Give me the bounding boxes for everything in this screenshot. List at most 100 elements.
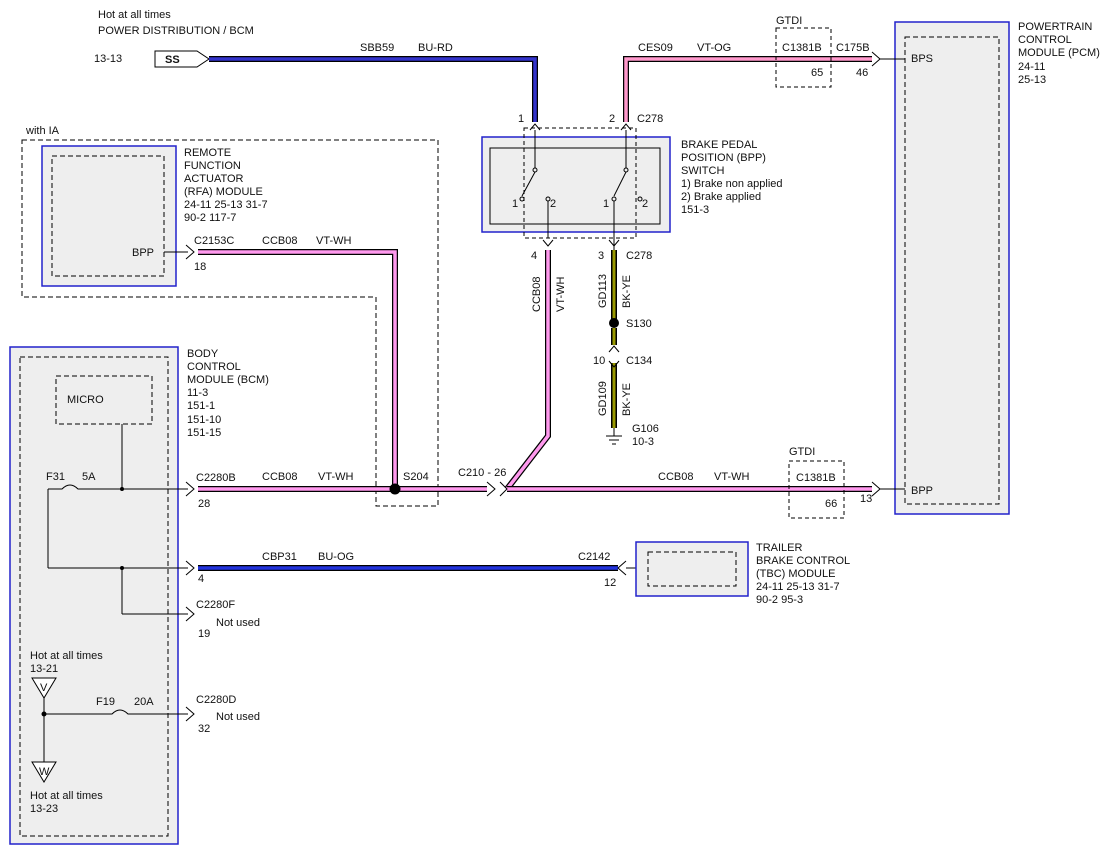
bcm-connectors: C2280B 28 4 C2280F Not used 19 C2280D No… [185,472,260,735]
power-source: Hot at all times POWER DISTRIBUTION / BC… [94,9,254,68]
c2280f-pin: 19 [198,628,210,640]
rfa-name-4: (RFA) MODULE [184,186,263,198]
rfa-name-1: REMOTE [184,147,231,159]
pcm-name-2: CONTROL [1018,34,1072,46]
fuse-f19 [44,709,188,715]
rfa-connector: C2153C [194,235,234,247]
rfa-pin-num: 18 [194,261,206,273]
sbb59-circuit: SBB59 [360,42,394,54]
c2280b-color: VT-WH [318,471,353,483]
ss-connector-label: SS [165,54,180,66]
wire-ccb08-main: CCB08 VT-WH S204 C210 - 26 CCB08 VT-WH [198,467,872,497]
fuse-f31 [48,484,188,490]
gtdi-bottom-connector-id: C1381B [796,472,836,484]
bpp-connector-bottom: C278 [626,250,652,262]
c210-label: C210 - 26 [458,467,506,479]
s204-label: S204 [403,471,429,483]
fuse-f19-rating: 20A [134,696,154,708]
bpp-connector-top: C278 [637,113,663,125]
feed-w-icon [31,761,57,783]
gtdi-bottom-pin: 66 [825,498,837,510]
c2280b-label: C2280B [196,472,236,484]
tbc-name-1: TRAILER [756,542,803,554]
fuse-f31-label: F31 [46,471,65,483]
pcm-bps-label: BPS [911,53,933,65]
bcm-name-1: BODY [187,348,219,360]
gtdi-bottom-connector: GTDI C1381B 66 [788,446,845,519]
bcm-ref-1: 11-3 [187,387,208,399]
s130-splice [609,318,619,328]
bpp-pin4: 4 [531,250,537,262]
c134-pin: 10 [593,355,605,367]
wire-ccb08-vertical: CCB08 VT-WH [504,250,567,491]
hot2-label: Hot at all times [30,790,103,802]
bpp-ref: 151-3 [681,204,709,216]
cbp31-color: BU-OG [318,551,354,563]
pcm-module: POWERTRAIN CONTROL MODULE (PCM) 24-11 25… [836,21,1100,515]
bpp-switch: BRAKE PEDAL POSITION (BPP) SWITCH 1) Bra… [481,113,783,262]
c2280f-label: C2280F [196,599,235,611]
feed-v-icon [31,677,57,699]
wire-ccb08-rfa [198,249,398,489]
bcm-ref-3: 151-10 [187,414,221,426]
pcm-name-3: MODULE (PCM) [1018,47,1100,59]
gtdi-top-connector: GTDI C1381B 65 [775,15,832,88]
bpp-pin1: 1 [518,113,524,125]
c2280d-label: C2280D [196,694,236,706]
bcm-name-3: MODULE (BCM) [187,374,269,386]
pcm-pin-bpp: 13 [860,493,872,505]
power-source-ref: 13-13 [94,53,122,65]
rfa-ref-2: 90-2 117-7 [184,212,236,224]
micro-label: MICRO [67,394,104,406]
bpp-state-1: 1) Brake non applied [681,178,783,190]
tbc-ref-2: 90-2 95-3 [756,594,803,606]
sbb59-color: BU-RD [418,42,453,54]
feed-v-label: V [40,682,48,694]
wire-sbb59: SBB59 BU-RD [209,42,538,122]
fuse-f31-rating: 5A [82,471,96,483]
s130-label: S130 [626,318,652,330]
ces09-circuit: CES09 [638,42,673,54]
bcm-module: BODY CONTROL MODULE (BCM) 11-3 151-1 151… [9,346,269,845]
switch-b-pos1: 1 [603,198,609,210]
gd109-circuit: GD109 [597,381,609,416]
cbp31-bcm-pin: 4 [198,573,204,585]
pcm-bpp-label: BPP [911,485,933,497]
bpp-name-2: POSITION (BPP) [681,152,766,164]
c134-label: C134 [626,355,652,367]
switch-b-pos2: 2 [642,198,648,210]
pcm-ref-1: 24-11 [1018,61,1045,73]
s204-splice [389,483,401,495]
c2280d-note: Not used [216,711,260,723]
tbc-module: TRAILER BRAKE CONTROL (TBC) MODULE 24-11… [635,541,850,606]
micro-box [55,375,153,425]
wire-ces09: CES09 VT-OG [623,42,872,122]
rfa-circuit: CCB08 [262,235,297,247]
pcm-pin-bps: 46 [856,67,868,79]
bpp-name-1: BRAKE PEDAL [681,139,757,151]
bpp-pin3: 3 [598,250,604,262]
ss-connector-shape [154,50,210,68]
switch-a-pos2: 2 [550,198,556,210]
vert-ccb08-color: VT-WH [555,277,567,312]
bcm-ref-4: 151-15 [187,427,221,439]
gtdi-top-label: GTDI [776,15,802,27]
tbc-pin: 12 [604,577,616,589]
ground-path: GD113 BK-YE S130 10 C134 GD109 BK-YE G10… [593,250,659,448]
with-ia-region: with IA [21,125,439,507]
bcm-name-2: CONTROL [187,361,241,373]
tbc-ref-1: 24-11 25-13 31-7 [756,581,840,593]
ccb08-right-circuit: CCB08 [658,471,693,483]
hot1-label: Hot at all times [30,650,103,662]
c2280b-circuit: CCB08 [262,471,297,483]
c2280b-pin: 28 [198,498,210,510]
rfa-pin-label: BPP [132,247,154,259]
ccb08-right-color: VT-WH [714,471,749,483]
fuse-f19-label: F19 [96,696,115,708]
with-ia-label: with IA [25,125,60,137]
ces09-color: VT-OG [697,42,731,54]
gtdi-top-pin: 65 [811,67,823,79]
gd113-circuit: GD113 [597,274,609,308]
g106-ref: 10-3 [632,436,654,448]
